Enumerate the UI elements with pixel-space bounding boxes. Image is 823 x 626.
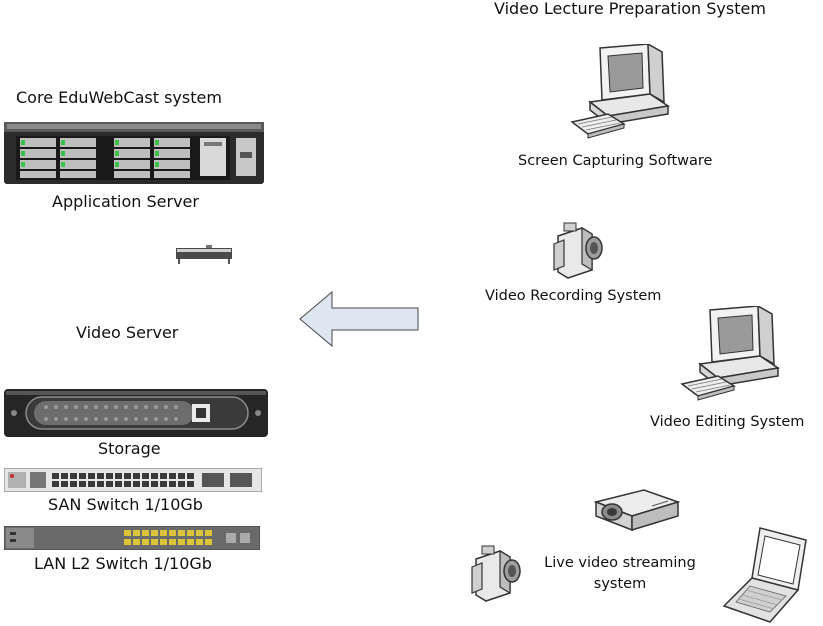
desktop-computer-icon bbox=[680, 306, 782, 406]
video-recording-label: Video Recording System bbox=[485, 288, 662, 304]
left-arrow-icon bbox=[298, 290, 422, 348]
projector-icon bbox=[592, 488, 682, 532]
application-server-icon bbox=[4, 122, 264, 184]
video-editing-label: Video Editing System bbox=[650, 414, 805, 430]
live-streaming-label-2: system bbox=[593, 576, 647, 592]
camcorder-icon bbox=[470, 545, 522, 603]
application-server-label: Application Server bbox=[52, 192, 199, 211]
san-switch-icon bbox=[4, 468, 262, 492]
lan-switch-label: LAN L2 Switch 1/10Gb bbox=[34, 554, 212, 573]
san-switch-label: SAN Switch 1/10Gb bbox=[48, 495, 203, 514]
laptop-icon bbox=[720, 526, 810, 624]
video-server-label: Video Server bbox=[76, 323, 179, 342]
desktop-computer-icon bbox=[570, 44, 672, 144]
storage-label: Storage bbox=[98, 439, 161, 458]
live-streaming-label-1: Live video streaming bbox=[544, 555, 696, 571]
storage-icon bbox=[4, 389, 268, 437]
core-system-title: Core EduWebCast system bbox=[16, 88, 222, 107]
camcorder-icon bbox=[552, 222, 604, 280]
preparation-system-title: Video Lecture Preparation System bbox=[494, 0, 766, 18]
lan-switch-icon bbox=[4, 526, 260, 550]
screen-capture-label: Screen Capturing Software bbox=[518, 153, 713, 169]
server-1u-icon bbox=[176, 244, 232, 264]
